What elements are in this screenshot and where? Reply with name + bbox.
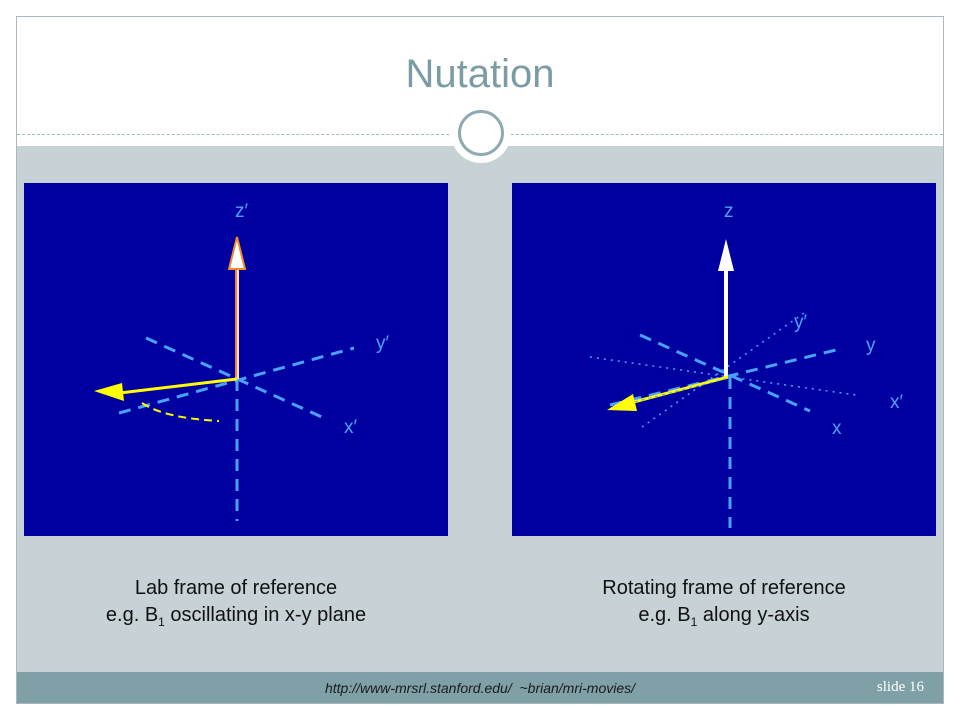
b1-trace bbox=[141, 402, 220, 422]
rotating-frame-caption: Rotating frame of reference e.g. B1 alon… bbox=[504, 575, 944, 636]
label-y-prime: y′ bbox=[794, 312, 808, 333]
rotating-frame-animation: z y′ y x′ x bbox=[512, 183, 936, 536]
lab-caption-line2: e.g. B1 oscillating in x-y plane bbox=[105, 604, 367, 629]
magnetization-arrowhead bbox=[718, 239, 734, 271]
lab-frame-animation: z′ y′ x′ bbox=[24, 183, 448, 536]
b1-vector bbox=[119, 377, 238, 395]
b1-arrowhead bbox=[94, 383, 124, 401]
y-prime-axis bbox=[641, 312, 805, 428]
label-z: z bbox=[724, 201, 734, 222]
footer-bar bbox=[17, 672, 943, 703]
label-x-prime: x′ bbox=[890, 392, 904, 413]
b1-vector bbox=[629, 375, 729, 405]
label-z: z′ bbox=[235, 201, 249, 222]
lab-frame-caption: Lab frame of reference e.g. B1 oscillati… bbox=[16, 575, 456, 636]
source-url[interactable]: http://www-mrsrl.stanford.edu/ ~brian/mr… bbox=[324, 680, 636, 696]
divider-ring-icon bbox=[458, 110, 504, 156]
slide-number: slide 16 bbox=[876, 679, 924, 695]
x-axis bbox=[145, 336, 325, 420]
label-y: y′ bbox=[376, 333, 390, 354]
label-x: x bbox=[832, 418, 842, 439]
rotating-caption-line1: Rotating frame of reference bbox=[602, 577, 846, 599]
x-axis bbox=[639, 333, 811, 413]
rotating-caption-line2: e.g. B1 along y-axis bbox=[638, 604, 810, 629]
b1-arrowhead bbox=[607, 394, 637, 411]
label-x: x′ bbox=[344, 417, 358, 438]
x-prime-axis bbox=[589, 356, 857, 396]
slide-frame bbox=[16, 16, 944, 704]
lab-caption-line1: Lab frame of reference bbox=[134, 577, 338, 599]
slide-title: Nutation bbox=[405, 52, 555, 96]
label-y: y bbox=[866, 335, 876, 356]
magnetization-arrowhead bbox=[227, 236, 247, 270]
